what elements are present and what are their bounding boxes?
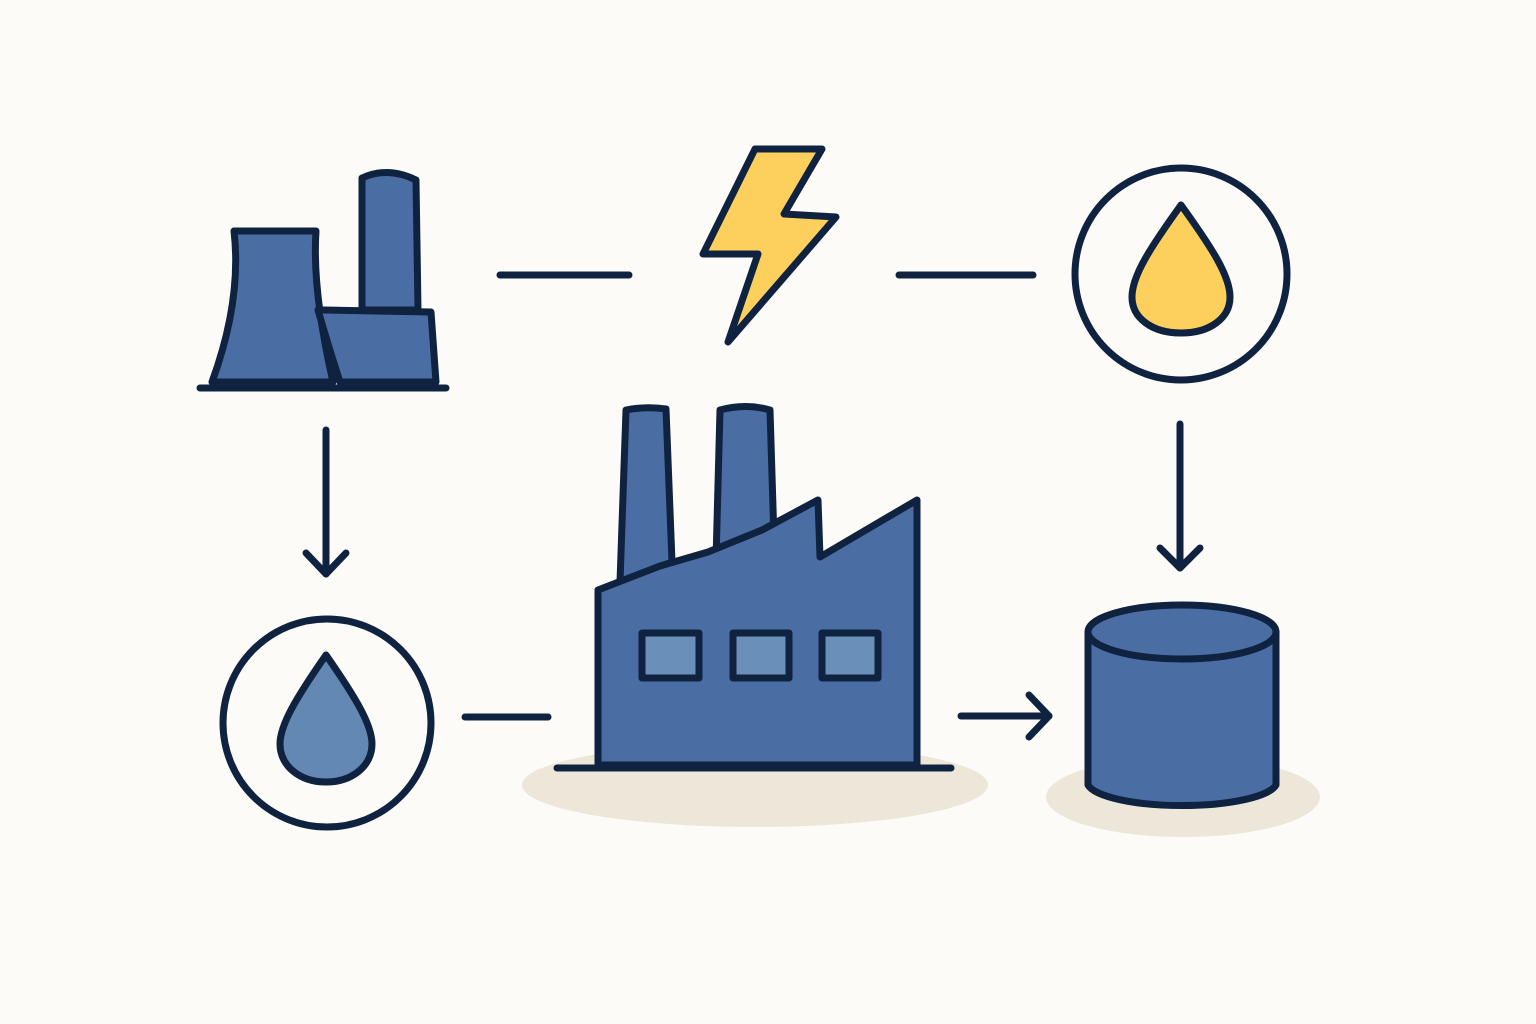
oil-drop-icon [1071, 164, 1291, 384]
water-drop-icon [219, 615, 435, 831]
arrow-factory-to-tank [957, 691, 1053, 741]
factory-window-3 [818, 629, 882, 682]
factory-window-1 [638, 629, 703, 682]
storage-tank-icon [1084, 601, 1280, 810]
factory-window-2 [729, 629, 793, 682]
arrow-oil-to-tank [1156, 420, 1204, 572]
arrow-plant-to-water [302, 426, 350, 578]
factory-icon [553, 403, 955, 772]
power-plant-icon [196, 169, 450, 392]
lightning-bolt-icon [699, 145, 840, 346]
